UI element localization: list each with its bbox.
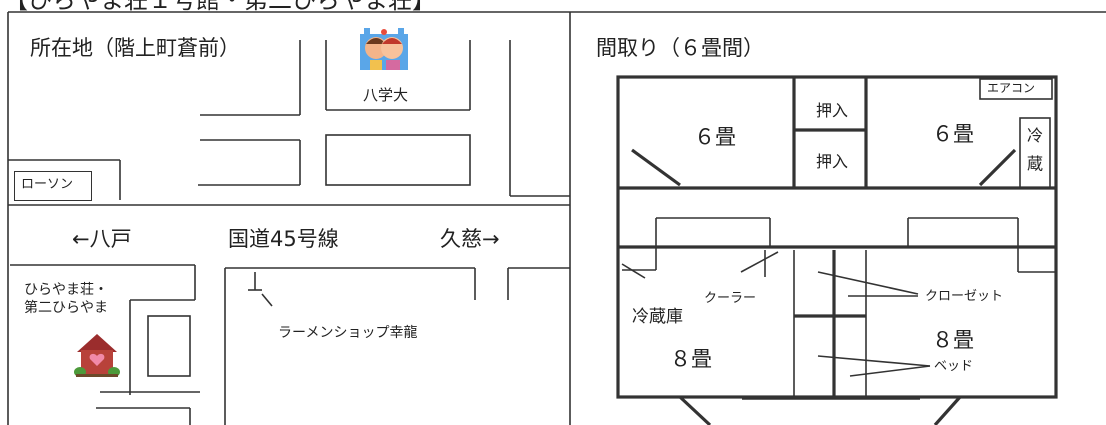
room-bottom-right: ８畳 xyxy=(932,328,974,352)
floorplan-title: 間取り（６畳間） xyxy=(596,36,764,60)
closet-western-label: クローゼット xyxy=(925,289,1004,304)
house-icon xyxy=(72,330,122,382)
ramen-label: ラーメンショップ幸龍 xyxy=(278,325,418,341)
lawson-box xyxy=(14,171,92,201)
lawson-label: ローソン xyxy=(21,177,74,192)
route-label: 国道45号線 xyxy=(228,227,339,251)
left-direction: ←八戸 xyxy=(72,227,132,251)
university-label: 八学大 xyxy=(363,86,409,104)
fridge-bottom-label: 冷蔵庫 xyxy=(632,307,683,327)
closet-upper: 押入 xyxy=(816,101,849,120)
apartment-label-line1: ひらやま荘・ xyxy=(24,282,108,298)
cooler-label: クーラー xyxy=(704,291,757,306)
page-header: 【ひらやま荘１号館・第二ひらやま荘】 xyxy=(4,0,436,14)
closet-lower: 押入 xyxy=(816,152,849,171)
bed-label: ベッド xyxy=(934,359,974,374)
couple-icon xyxy=(358,26,410,76)
aircon-label: エアコン xyxy=(987,81,1036,95)
apartment-label-line2: 第二ひらやま xyxy=(24,300,108,316)
room-top-right: ６畳 xyxy=(932,122,974,146)
fridge-top-line1: 冷 xyxy=(1027,126,1044,145)
right-direction: 久慈→ xyxy=(440,227,500,251)
location-label: 所在地（階上町蒼前） xyxy=(30,36,240,60)
room-bottom-left: ８畳 xyxy=(670,347,712,371)
fridge-top-line2: 蔵 xyxy=(1027,154,1044,173)
room-top-left: ６畳 xyxy=(694,125,736,149)
